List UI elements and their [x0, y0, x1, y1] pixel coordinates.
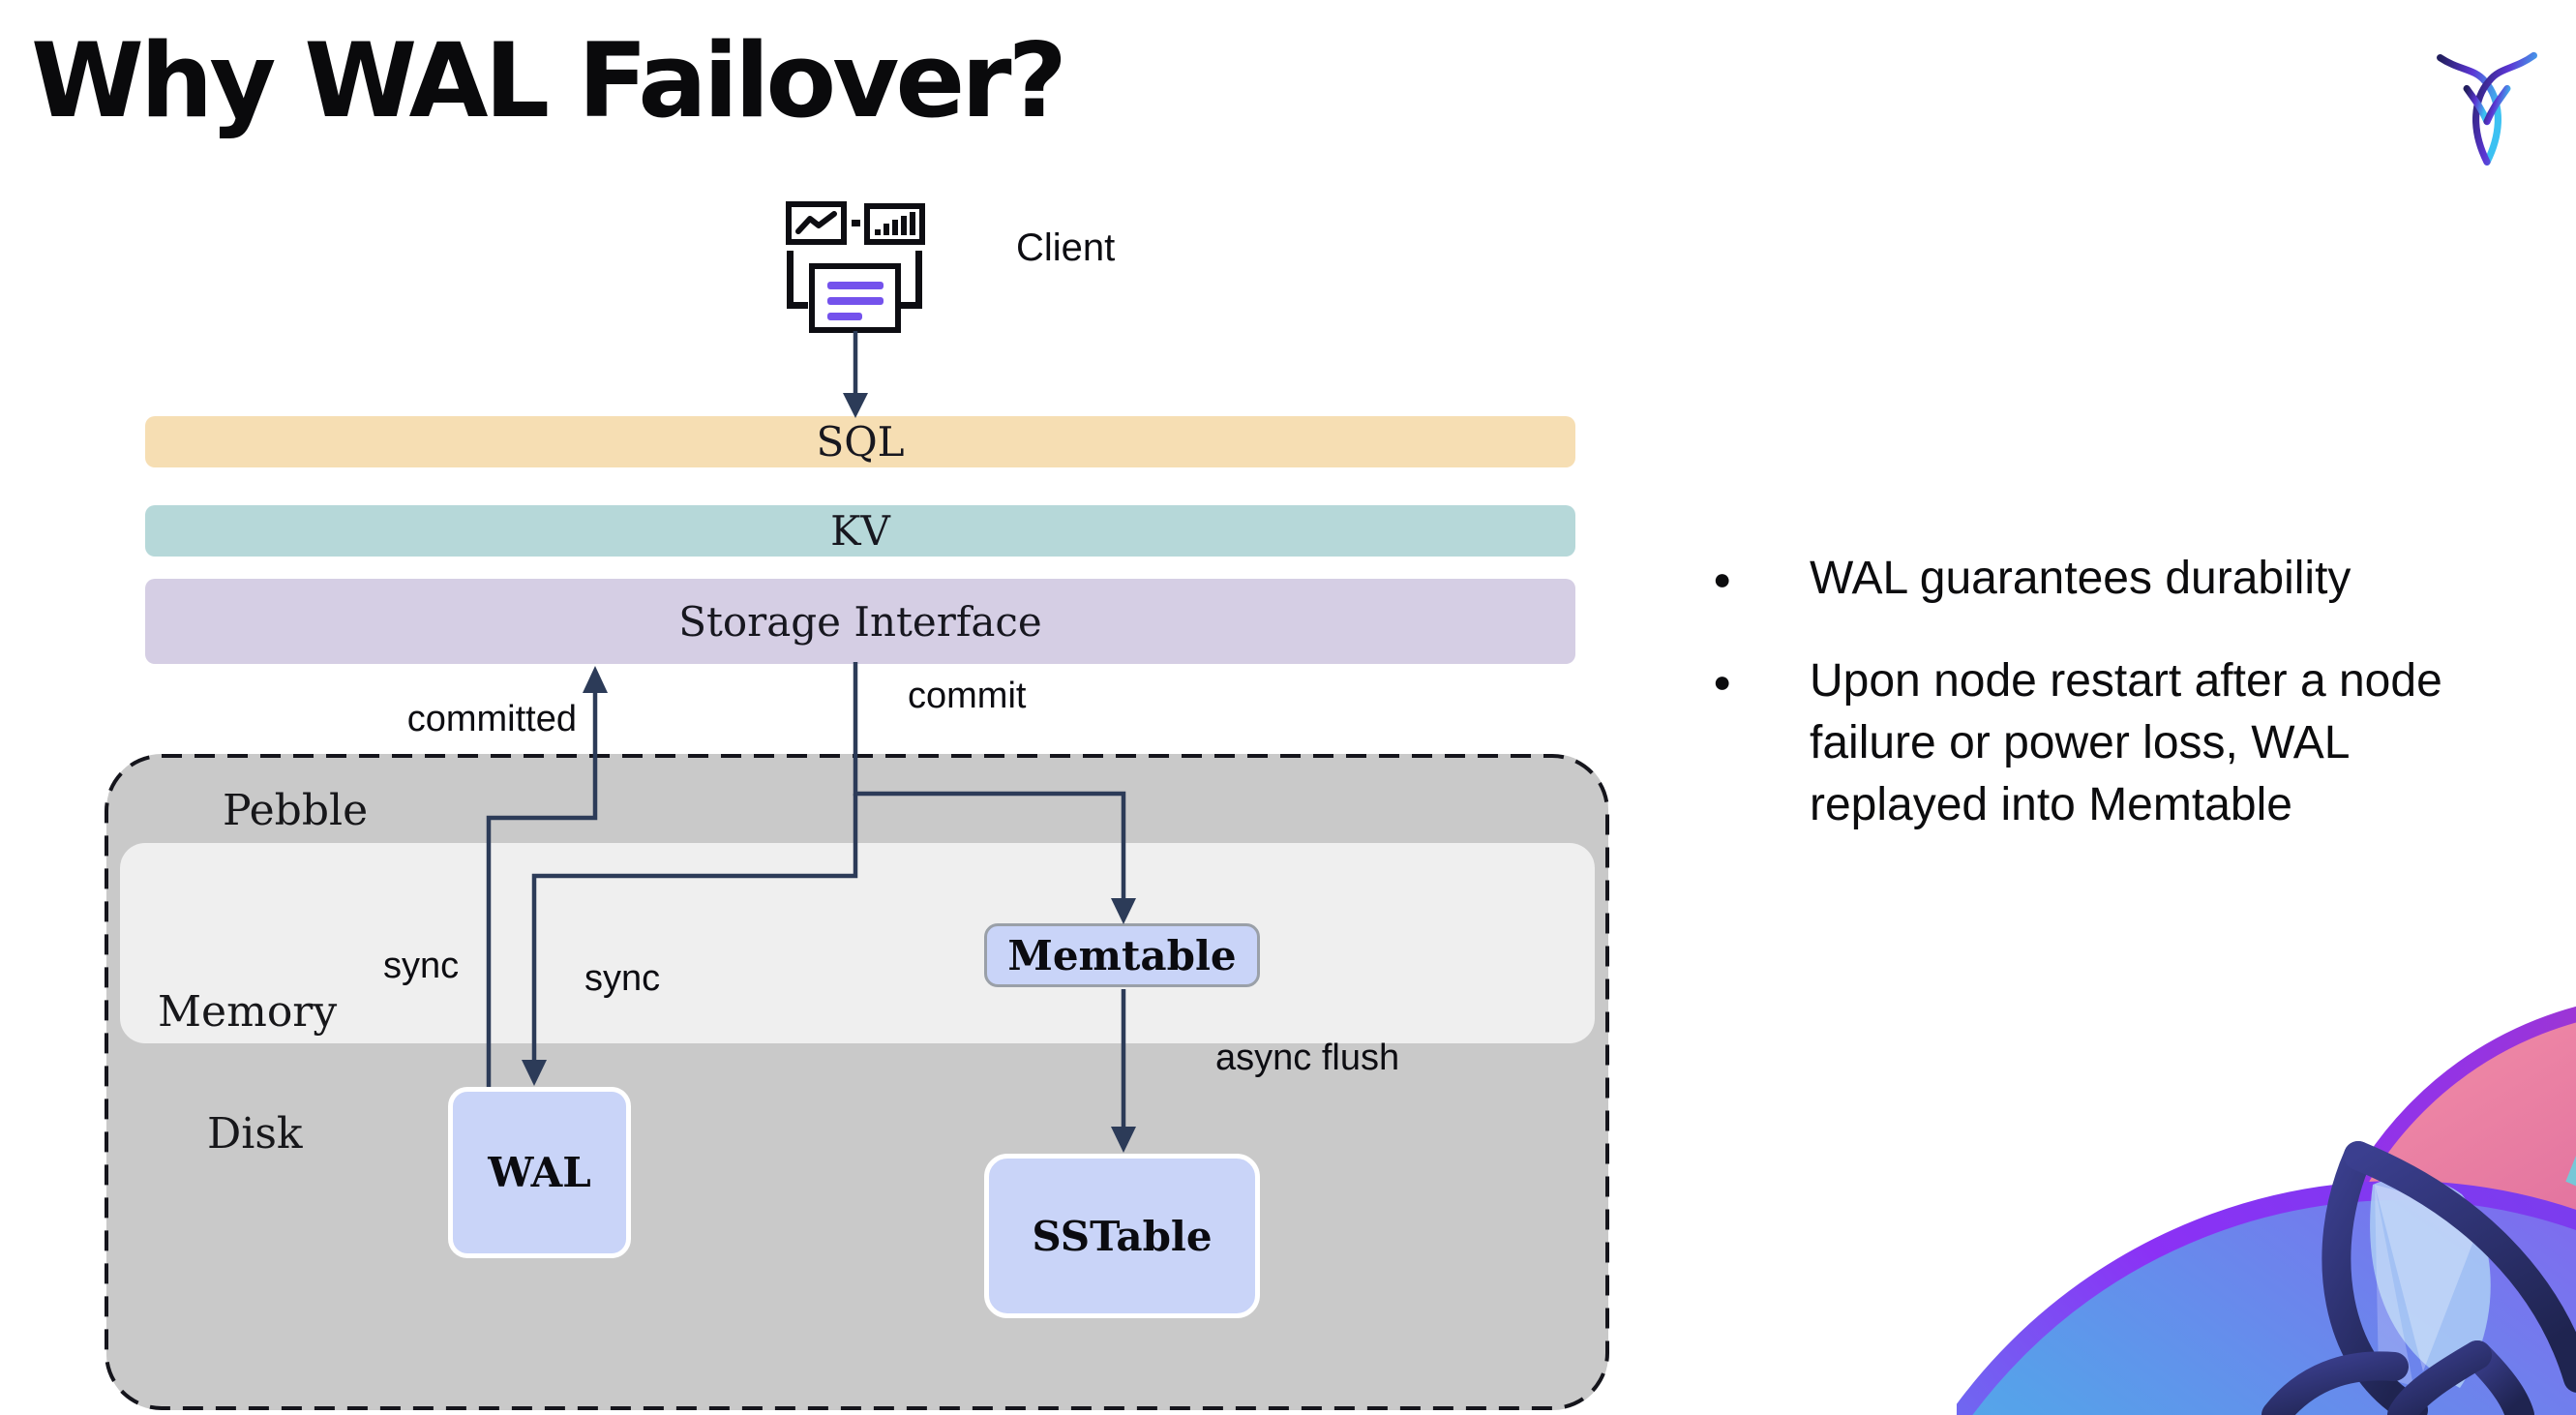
doc-line	[827, 313, 862, 320]
page-title: Why WAL Failover?	[31, 21, 1067, 140]
bar-chart-monitor-icon	[864, 203, 925, 245]
sstable-node: SSTable	[984, 1154, 1260, 1318]
disk-label: Disk	[207, 1109, 303, 1159]
sync-edge-label-right: sync	[584, 958, 661, 999]
cockroachdb-brand-art	[1957, 1006, 2576, 1415]
dash-connector-icon	[852, 220, 860, 226]
sync-edge-label-left: sync	[383, 946, 460, 986]
memtable-node: Memtable	[984, 923, 1260, 987]
memory-band	[120, 843, 1595, 1043]
arrowhead-up	[583, 666, 608, 693]
bracket-left-icon	[787, 251, 808, 309]
committed-edge-label: committed	[406, 699, 577, 739]
doc-line	[827, 297, 884, 305]
line-chart-monitor-icon	[786, 201, 847, 245]
async-flush-edge-label: async flush	[1215, 1038, 1400, 1078]
commit-edge-label: commit	[908, 676, 1027, 716]
client-label: Client	[1016, 226, 1116, 269]
layer-storage-interface: Storage Interface	[145, 579, 1575, 664]
bullet-text: WAL guarantees durability	[1810, 553, 2351, 604]
list-item: ● Upon node restart after a node failure…	[1713, 650, 2477, 836]
arrowhead-down	[843, 393, 868, 418]
layer-sql: SQL	[145, 416, 1575, 467]
memory-label: Memory	[158, 987, 338, 1037]
bracket-right-icon	[901, 251, 922, 309]
wal-node: WAL	[448, 1087, 631, 1258]
pebble-label: Pebble	[223, 786, 369, 835]
bullet-text: Upon node restart after a node failure o…	[1810, 655, 2442, 830]
doc-line	[827, 282, 884, 289]
list-item: ● WAL guarantees durability	[1713, 548, 2477, 610]
bullet-dot-icon: ●	[1713, 561, 1732, 596]
bullet-dot-icon: ●	[1713, 664, 1732, 699]
cockroachdb-roach-icon	[2437, 51, 2537, 166]
bullet-list: ● WAL guarantees durability ● Upon node …	[1713, 548, 2477, 877]
layer-kv: KV	[145, 505, 1575, 557]
document-icon	[809, 263, 901, 333]
